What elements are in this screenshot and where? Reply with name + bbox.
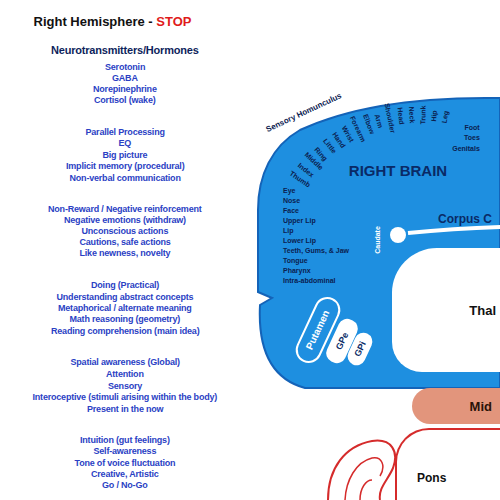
homunculus-part: Upper Lip (283, 217, 316, 224)
trait-item: Parallel Processing (86, 128, 165, 137)
hemisphere-fill (258, 98, 500, 388)
homunculus-part: Intra-abdominal (283, 277, 336, 284)
homunculus-part: Pharynx (283, 267, 311, 274)
trait-item: GABA (112, 74, 138, 83)
homunculus-part: Face (283, 207, 299, 214)
trait-item: Intuition (gut feelings) (80, 436, 170, 445)
trait-item: Self-awareness (94, 447, 157, 456)
trait-item: Doing (Practical) (91, 281, 159, 290)
node-label: Pons (417, 472, 500, 484)
trait-item: Norepinephrine (93, 85, 157, 94)
trait-item: Cautions, safe actions (80, 238, 171, 247)
cerebellum-line (328, 441, 395, 500)
trait-item: Serotonin (105, 63, 145, 72)
trait-item: Creative, Artistic (91, 470, 159, 479)
cerebellum-fold (360, 480, 372, 500)
homunculus-part: Lower Lip (283, 237, 316, 244)
trait-item: Unconscious actions (82, 227, 169, 236)
homunculus-part: Nose (283, 197, 300, 204)
homunculus-part: Trunk (419, 105, 426, 124)
trait-item: Present in the now (87, 405, 163, 414)
trait-item: Cortisol (wake) (94, 96, 156, 105)
trait-item: Go / No-Go (102, 481, 148, 490)
homunculus-part: Tongue (283, 257, 308, 264)
trait-item: Reading comprehension (main idea) (51, 327, 199, 336)
caudate-shape (390, 227, 406, 243)
trait-item: Tone of voice fluctuation (75, 459, 176, 468)
trait-item: Math reasoning (geometry) (70, 315, 181, 324)
node-label: RIGHT BRAIN (349, 163, 447, 178)
trait-item: Negative emotions (withdraw) (64, 216, 186, 225)
homunculus-part: Neck (408, 107, 416, 124)
thalamus-region: Thal (392, 248, 500, 372)
corpus-callosum-label: Corpus C (438, 213, 492, 225)
title-text: Right Hemisphere - (34, 14, 157, 29)
node-label: Mid (470, 400, 492, 413)
section-heading: Neurotransmitters/Hormones (51, 45, 199, 56)
trait-item: EQ (119, 139, 132, 148)
homunculus-part: Lip (283, 227, 294, 234)
homunculus-part: Eye (283, 187, 295, 194)
trait-item: Non-Reward / Negative reinforcement (48, 205, 202, 214)
trait-item: Implicit memory (procedural) (66, 162, 184, 171)
trait-item: Attention (106, 370, 144, 379)
node-label: GPi (353, 340, 368, 358)
node-label: Thal (469, 304, 496, 317)
trait-item: Metaphorical / alternate meaning (58, 304, 192, 313)
trait-item: Interoceptive (stimuli arising within th… (33, 393, 218, 402)
homunculus-part: Teeth, Gums, & Jaw (283, 247, 349, 254)
trait-item: Spatial awareness (Global) (71, 358, 180, 367)
homunculus-part: Foot (464, 124, 479, 131)
homunculus-part: Genitals (452, 145, 480, 152)
diagram-title: Right Hemisphere - STOP (0, 14, 225, 29)
trait-item: Big picture (103, 151, 148, 160)
title-stop-word: STOP (156, 14, 191, 29)
node-label: GPe (334, 331, 350, 351)
trait-item: Non-verbal communication (70, 174, 181, 183)
homunculus-part: Hip (430, 110, 438, 122)
trait-item: Like newness, novelty (80, 249, 171, 258)
midbrain-band: Mid (412, 388, 500, 424)
caudate-label: Caudate (374, 226, 381, 254)
cerebellum-fold (345, 458, 383, 500)
pons-region: Pons (395, 428, 500, 500)
trait-item: Understanding abstract concepts (57, 293, 194, 302)
trait-item: Sensory (108, 382, 142, 391)
homunculus-part: Toes (464, 134, 480, 141)
corpus-callosum-line (408, 227, 500, 233)
